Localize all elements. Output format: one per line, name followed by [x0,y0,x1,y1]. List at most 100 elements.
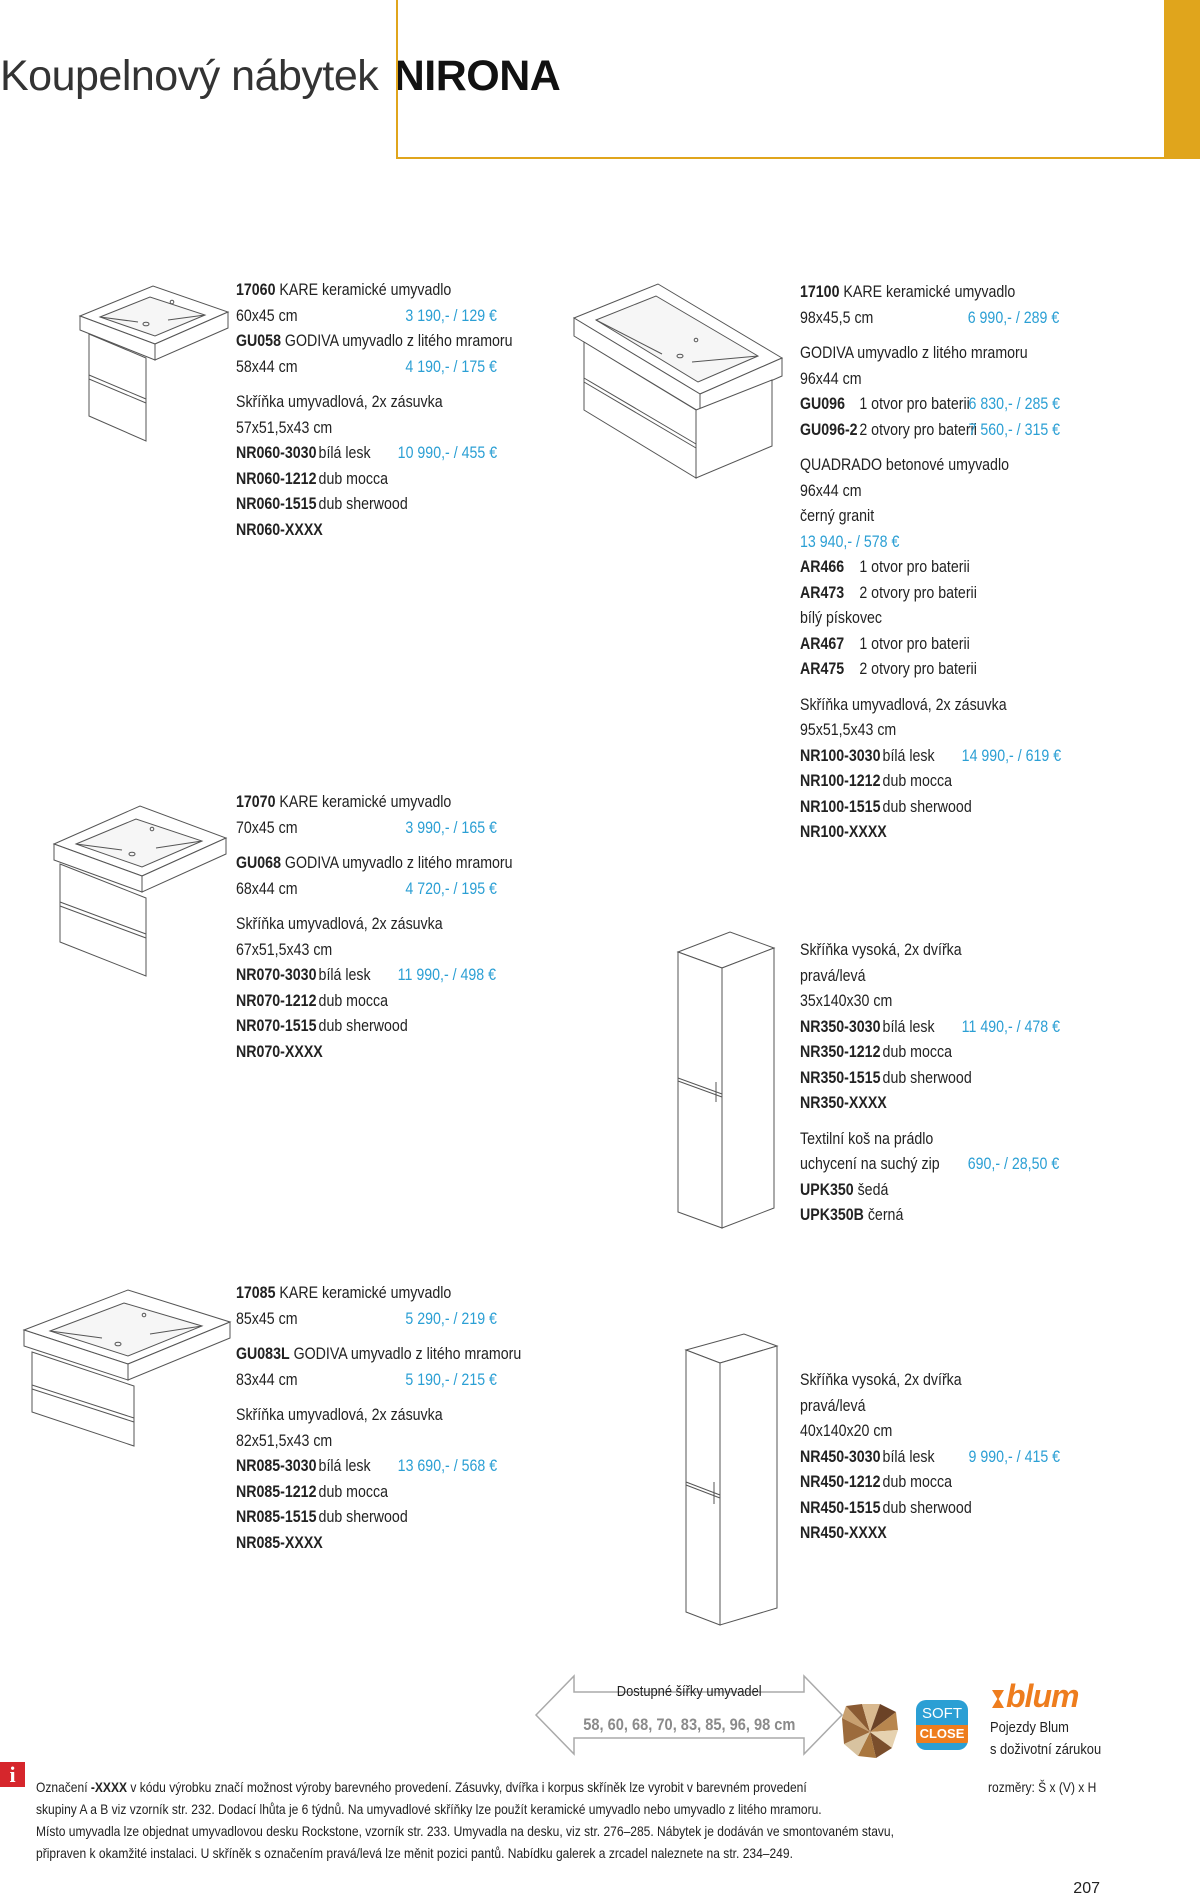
price: 11 490,- / 478 € [961,1017,1061,1036]
vanity-100-illustration [572,282,784,482]
product-size: 96x44 cm [800,481,862,500]
product-row: NR060-XXXX [236,518,513,544]
finish: bílá lesk [318,1457,371,1475]
product-size: 82x51,5x43 cm [236,1431,333,1450]
product-row: NR085-XXXX [236,1531,521,1557]
finish: šedá [853,1180,889,1199]
product-code: NR060-3030 [236,444,317,462]
price: 5 190,- / 215 € [405,1370,497,1389]
product-row: NR450-XXXX [800,1521,972,1547]
product-code: NR085-XXXX [236,1533,323,1552]
widths-values: 58, 60, 68, 70, 83, 85, 96, 98 cm [534,1715,844,1735]
product-row: pravá/levá [800,964,972,990]
finish: bílá lesk [882,1017,935,1036]
finish: dub sherwood [318,495,408,513]
product-row: NR070-XXXX [236,1040,513,1066]
variant: 2 otvory pro baterii [859,583,977,602]
variant: pravá/levá [800,1396,866,1415]
product-row: NR100-XXXX [800,820,1028,846]
product-code: NR070-1515 [236,1017,317,1035]
product-code: NR100-3030 [800,746,881,765]
product-code: AR475 [800,660,845,678]
vanity-60-illustration [78,284,230,444]
brand-name: NIRONA [393,52,561,100]
widths-label: Dostupné šířky umyvadel [534,1683,844,1700]
product-code: 17060 [236,281,276,299]
product-row: Skříňka umyvadlová, 2x zásuvka [236,912,513,938]
variant: 2 otvory pro baterii [859,420,977,439]
product-code: NR100-1212 [800,772,881,790]
product-size: 96x44 cm [800,369,862,388]
product-detail: uchycení na suchý zip [800,1155,940,1173]
finish: bílá lesk [882,1447,935,1466]
product-code: NR450-3030 [800,1447,881,1466]
product-row: 35x140x30 cm [800,989,972,1015]
product-name: KARE keramické umyvadlo [275,1284,452,1302]
price: 3 190,- / 129 € [405,306,497,325]
product-code: GU096-2 [800,420,858,439]
footnote-line-4: připraven k okamžité instalaci. U skříně… [36,1845,793,1861]
footnote-line-3: Místo umyvadla lze objednat umyvadlovou … [36,1823,894,1839]
product-code: GU083L [236,1345,290,1363]
product-code: AR473 [800,583,845,602]
product-row: 13 940,- / 578 € [800,530,1028,556]
product-row: Skříňka vysoká, 2x dvířka [800,938,972,964]
product-name: Skříňka umyvadlová, 2x zásuvka [236,1406,443,1424]
product-row: UPK350B černá [800,1203,972,1229]
product-code: UPK350B [800,1206,864,1224]
product-row: 17060 KARE keramické umyvadlo [236,278,513,304]
product-row: 57x51,5x43 cm [236,416,513,442]
product-size: 83x44 cm [236,1370,298,1389]
product-name: KARE keramické umyvadlo [275,281,452,299]
product-code: NR350-1515 [800,1068,881,1087]
product-row: 96x44 cm [800,479,1028,505]
product-row: 82x51,5x43 cm [236,1429,521,1455]
title-text: Koupelnový nábytek [0,52,379,100]
product-row: QUADRADO betonové umyvadlo [800,453,1028,479]
product-size: 40x140x20 cm [800,1422,893,1440]
footnote-line-1: Označení -XXXX v kódu výrobku značí možn… [36,1779,807,1795]
variant: 1 otvor pro baterii [859,558,970,576]
soft-close-badge: SOFT CLOSE [916,1700,968,1750]
product-code: 17070 [236,793,276,811]
product-row: 17100 KARE keramické umyvadlo [800,280,1028,306]
product-code: NR070-XXXX [236,1042,323,1061]
price: 6 990,- / 289 € [967,308,1060,327]
dimensions-note-text: rozměry: Š x (V) x H [988,1779,1097,1795]
price: 4 190,- / 175 € [405,357,497,376]
variant: 1 otvor pro baterii [859,634,970,653]
finish: černý granit [800,507,875,525]
product-row: Skříňka umyvadlová, 2x zásuvka [800,693,1028,719]
product-row: Skříňka vysoká, 2x dvířka [800,1368,972,1394]
header-frame [396,0,1166,159]
product-code: NR085-1212 [236,1482,317,1501]
product-size: 57x51,5x43 cm [236,418,333,437]
product-block-nr350: Skříňka vysoká, 2x dvířka pravá/levá 35x… [800,938,1060,1229]
price: 3 990,- / 165 € [405,818,497,837]
product-code: NR085-1515 [236,1508,317,1526]
product-name: GODIVA umyvadlo z litého mramoru [800,344,1028,362]
finish: bílá lesk [318,444,371,462]
product-row: GU083L GODIVA umyvadlo z litého mramoru [236,1342,521,1368]
finish: černá [863,1206,904,1224]
product-code: GU068 [236,854,281,872]
product-name: GODIVA umyvadlo z litého mramoru [280,854,513,872]
price: 11 990,- / 498 € [397,966,497,984]
product-name: Textilní koš na prádlo [800,1129,934,1148]
product-code: NR350-1212 [800,1043,881,1061]
tall-cabinet-450-illustration [684,1332,779,1627]
product-name: GODIVA umyvadlo z litého mramoru [280,332,513,350]
product-row: černý granit [800,504,1028,530]
product-name: KARE keramické umyvadlo [839,283,1016,301]
widths-values-text: 58, 60, 68, 70, 83, 85, 96, 98 cm [582,1715,796,1734]
